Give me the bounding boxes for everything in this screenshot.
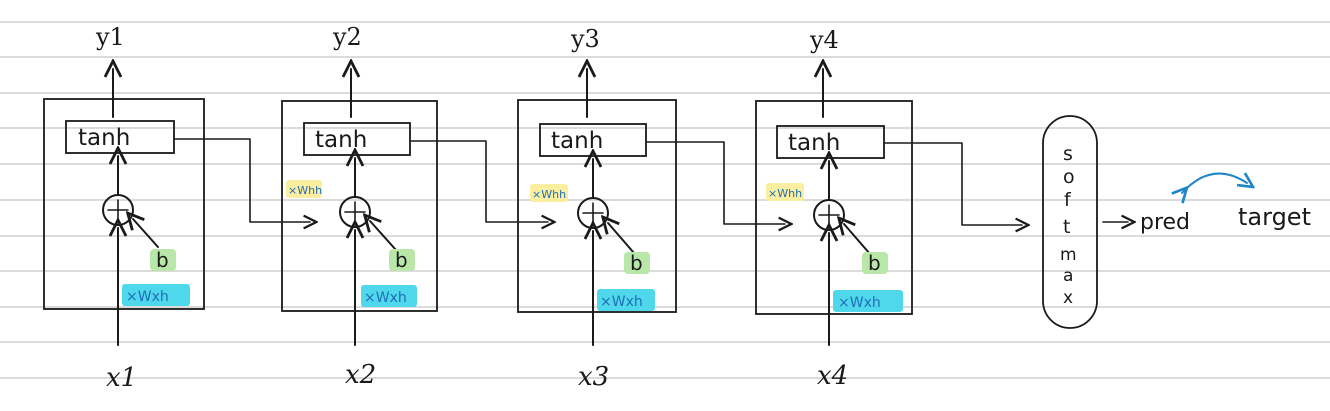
rnn-cell-1: y1 tanh b ×Wxh x1: [43, 23, 205, 393]
softmax-letter: f: [1064, 189, 1072, 211]
bias-highlight: [624, 252, 650, 274]
bias-highlight: [389, 249, 415, 271]
softmax-block: s o f t m a x: [1042, 115, 1098, 329]
hidden-connection-2-3: ×Whh: [409, 140, 568, 222]
pred-label: pred: [1140, 210, 1190, 235]
output-label: y4: [809, 26, 839, 54]
rnn-cell-2: y2 tanh b ×Wxh x2: [281, 23, 438, 390]
softmax-pill: [1042, 115, 1098, 329]
cell-box: [43, 98, 205, 310]
bias-label: b: [156, 248, 169, 272]
tanh-label: tanh: [315, 127, 367, 153]
cell-box: [281, 100, 438, 312]
softmax-letter: o: [1063, 166, 1075, 188]
wxh-highlight: [361, 285, 417, 307]
output-label: y2: [332, 23, 362, 51]
bias-highlight: [862, 252, 888, 274]
cell-box: [517, 99, 677, 313]
bias-highlight: [150, 249, 176, 271]
softmax-letter: s: [1063, 143, 1073, 165]
cell-box: [755, 100, 913, 315]
softmax-letter: m: [1060, 245, 1077, 265]
whh-highlight: [530, 184, 568, 202]
bias-label: b: [630, 251, 643, 275]
tanh-label: tanh: [78, 125, 130, 151]
whh-label: ×Whh: [288, 184, 322, 197]
compare-arrow-icon: [1182, 174, 1247, 193]
bias-arrow: [133, 219, 159, 248]
whh-label: ×Whh: [532, 188, 566, 201]
wxh-label: ×Wxh: [838, 295, 881, 311]
softmax-letter: a: [1063, 266, 1073, 286]
wxh-highlight: [833, 290, 903, 312]
wxh-label: ×Wxh: [364, 290, 407, 306]
bias-arrow: [608, 223, 635, 254]
bias-label: b: [868, 251, 881, 275]
rnn-cell-3: y3 tanh b ×Wxh x3: [517, 25, 677, 392]
softmax-letter: x: [1063, 288, 1073, 308]
wxh-label: ×Wxh: [600, 294, 643, 310]
input-label: x1: [106, 363, 137, 393]
wxh-label: ×Wxh: [126, 289, 169, 305]
hidden-connection-4-softmax: [883, 142, 1022, 225]
wxh-highlight: [597, 289, 655, 311]
hidden-connection-3-4: ×Whh: [645, 141, 804, 224]
output-label: y1: [95, 23, 125, 51]
notebook-rules: [0, 21, 1330, 379]
input-label: x4: [817, 361, 848, 391]
output-label: y3: [570, 25, 600, 53]
bias-arrow: [844, 224, 871, 255]
bias-label: b: [395, 248, 408, 272]
tanh-label: tanh: [551, 128, 603, 154]
rnn-cell-4: y4 tanh b ×Wxh x4: [755, 26, 913, 391]
whh-highlight: [766, 183, 804, 201]
softmax-letter: t: [1063, 216, 1070, 238]
target-label: target: [1238, 203, 1311, 231]
bias-arrow: [370, 221, 397, 251]
hidden-connection-1-2: ×Whh: [173, 138, 322, 222]
whh-label: ×Whh: [768, 187, 802, 200]
input-label: x3: [578, 362, 609, 392]
input-label: x2: [345, 360, 376, 390]
whh-highlight: [286, 180, 322, 198]
wxh-highlight: [122, 284, 190, 306]
tanh-label: tanh: [788, 130, 840, 156]
